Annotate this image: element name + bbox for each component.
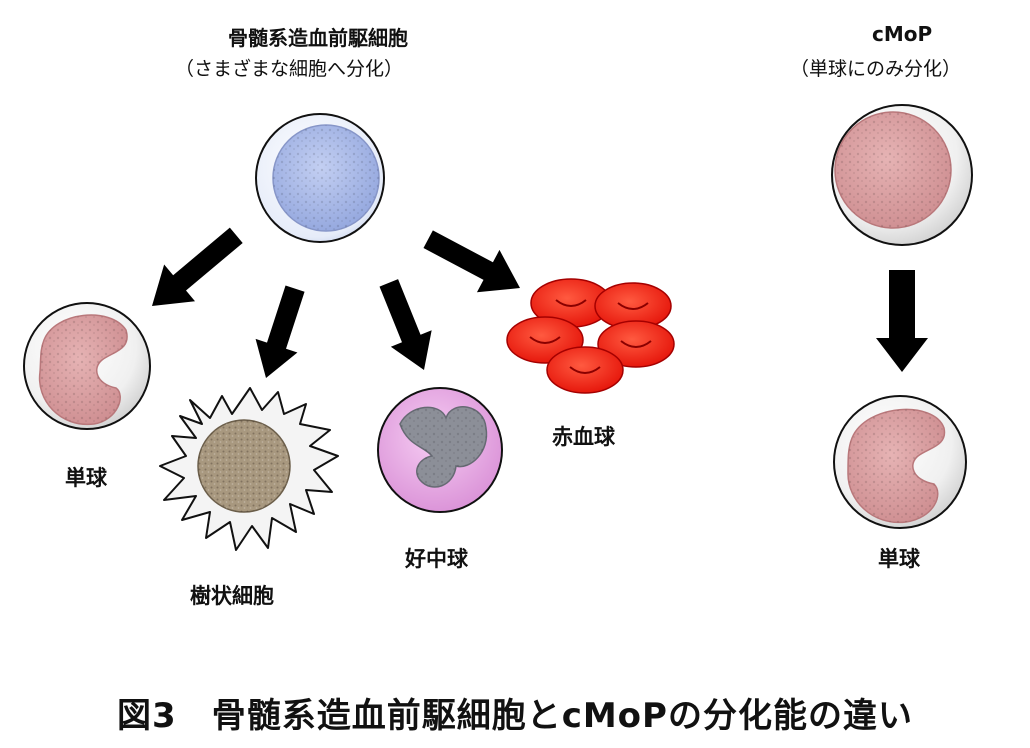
monocyte-cell-left bbox=[23, 302, 151, 430]
progenitor-subtitle: （さまざまな細胞へ分化） bbox=[175, 58, 404, 80]
monocyte-cell-right bbox=[833, 395, 967, 529]
arrow-to-neutrophil bbox=[379, 279, 432, 370]
neutrophil-cell bbox=[377, 387, 503, 513]
cmop-subtitle: （単球にのみ分化） bbox=[790, 58, 962, 80]
erythrocyte-5 bbox=[546, 346, 624, 394]
cmop-cell bbox=[831, 104, 973, 246]
arrow-to-monocyte bbox=[152, 227, 243, 306]
progenitor-title: 骨髄系造血前駆細胞 bbox=[228, 26, 408, 50]
progenitor-cell bbox=[255, 113, 385, 243]
monocyte-label-right: 単球 bbox=[878, 547, 920, 571]
figure-caption: 図3 骨髄系造血前駆細胞とcMoPの分化能の違い bbox=[117, 696, 913, 736]
arrow-to-erythrocyte bbox=[423, 230, 520, 293]
dendritic-cell bbox=[159, 387, 339, 551]
cmop-title: cMoP bbox=[872, 22, 933, 46]
arrow-cmop-to-monocyte bbox=[876, 270, 928, 372]
erythrocyte-4 bbox=[597, 320, 675, 368]
dendritic-label: 樹状細胞 bbox=[190, 584, 274, 608]
neutrophil-label: 好中球 bbox=[405, 547, 468, 571]
erythrocyte-label: 赤血球 bbox=[552, 425, 615, 449]
arrow-to-dendritic bbox=[255, 285, 305, 378]
monocyte-label-left: 単球 bbox=[65, 466, 107, 490]
erythrocyte-cluster bbox=[506, 278, 675, 394]
